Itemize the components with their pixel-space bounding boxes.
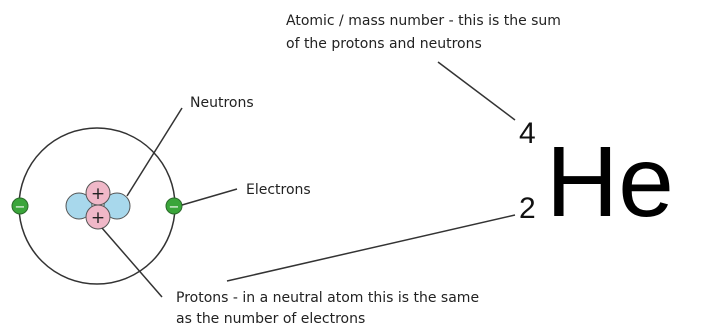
protons-pointer <box>101 227 163 298</box>
protons-label-line1: Protons - in a neutral atom this is the … <box>176 290 479 306</box>
proton-bottom: + <box>85 204 111 230</box>
mass-number-label-line1: Atomic / mass number - this is the sum <box>286 13 561 29</box>
electrons-label: Electrons <box>246 182 311 198</box>
electrons-pointer <box>181 188 238 206</box>
electron-left: − <box>11 197 29 215</box>
electron-right: − <box>165 197 183 215</box>
neutron-left <box>65 192 93 220</box>
mass-number: 4 <box>519 117 536 150</box>
protons-label-line2: as the number of electrons <box>176 311 365 327</box>
atomic-number-pointer <box>226 214 516 282</box>
proton-top: + <box>85 180 111 206</box>
electron-left-sign: − <box>15 200 26 215</box>
mass-number-pointer <box>437 61 516 121</box>
neutrons-label: Neutrons <box>190 95 254 111</box>
atomic-number: 2 <box>519 192 536 225</box>
electron-right-sign: − <box>169 200 180 215</box>
proton-bottom-sign: + <box>91 208 105 228</box>
mass-number-label-line2: of the protons and neutrons <box>286 36 482 52</box>
proton-top-sign: + <box>91 184 105 204</box>
neutrons-pointer <box>126 107 183 197</box>
neutron-right <box>103 192 131 220</box>
element-symbol: He <box>546 126 674 238</box>
